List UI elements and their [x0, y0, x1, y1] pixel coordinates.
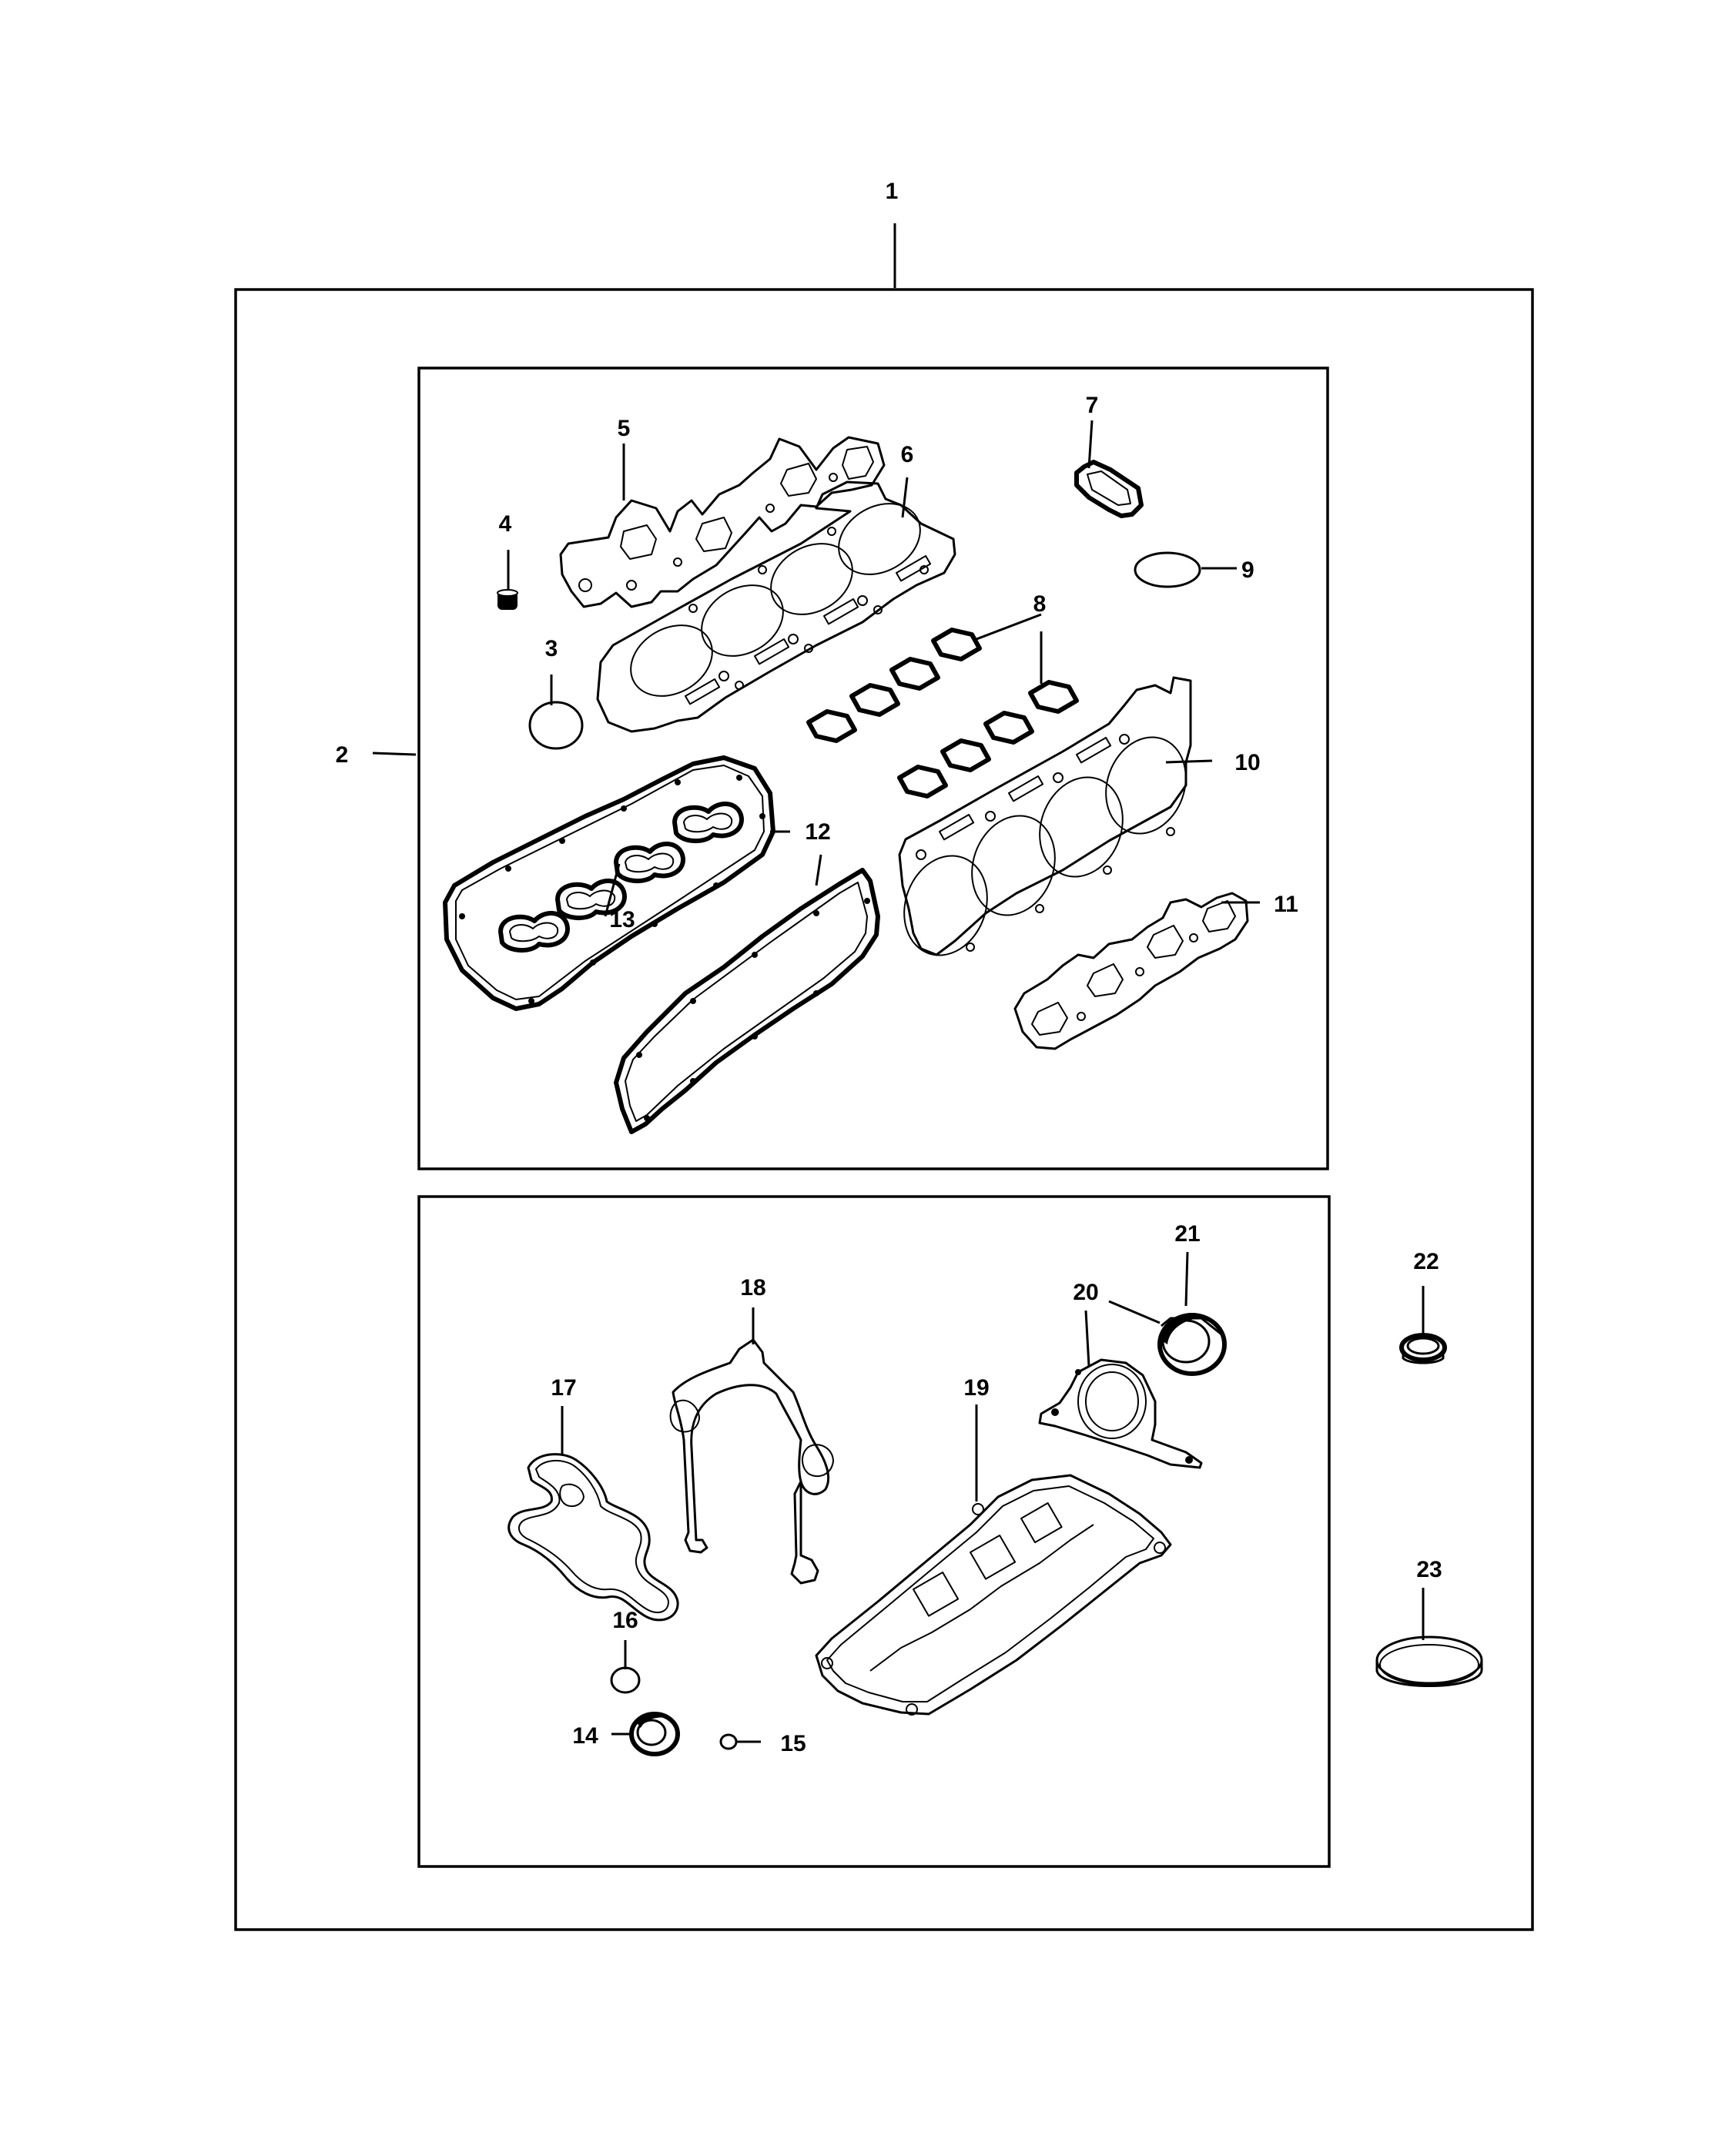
callout-2: 2: [336, 742, 349, 768]
callout-14: 14: [572, 1723, 598, 1749]
part-8-intake-gaskets: [806, 628, 1079, 798]
part-11-exhaust-manifold-gasket: [1013, 892, 1249, 1050]
callout-12: 12: [805, 819, 830, 845]
callout-3: 3: [545, 636, 558, 661]
callout-6: 6: [901, 442, 914, 467]
callout-10: 10: [1234, 750, 1260, 775]
callout-23: 23: [1416, 1557, 1442, 1582]
leader-lines: [372, 223, 1425, 1743]
part-17-water-pump-gasket: [507, 1453, 679, 1622]
callout-22: 22: [1413, 1249, 1439, 1274]
part-19-oil-pan-gasket: [815, 1474, 1172, 1716]
part-16-o-ring: [610, 1666, 641, 1694]
callouts: 1 2 3 4 5 6 7 8 9 10 11 12 13 14 15 16 1…: [336, 179, 1442, 1756]
part-13-spark-plug-tube-seals: [498, 802, 744, 952]
part-21-rear-crankshaft-seal: [1157, 1313, 1227, 1376]
callout-9: 9: [1241, 557, 1254, 583]
part-20-rear-main-seal-retainer: [1038, 1358, 1203, 1469]
part-15-o-ring: [719, 1733, 738, 1750]
callout-17: 17: [551, 1375, 576, 1401]
callout-8-upper: 8: [1033, 591, 1047, 617]
part-12-valve-cover-gasket-right: [614, 868, 880, 1134]
callout-4: 4: [499, 511, 512, 537]
part-7-gasket: [1074, 460, 1144, 518]
callout-11: 11: [1274, 892, 1298, 917]
part-4-plug: [497, 589, 518, 610]
callout-16: 16: [612, 1608, 638, 1633]
callout-20: 20: [1073, 1280, 1098, 1305]
callout-7: 7: [1086, 393, 1099, 418]
callout-1: 1: [886, 179, 899, 204]
callout-19: 19: [963, 1375, 989, 1401]
part-9-o-ring: [1134, 551, 1201, 588]
part-10-cylinder-head-gasket: [898, 676, 1192, 956]
part-23-seal-band: [1375, 1635, 1483, 1687]
part-5-exhaust-manifold-gasket: [559, 436, 886, 608]
callout-18: 18: [740, 1275, 765, 1301]
kit-outer-frame: [234, 288, 1534, 1931]
part-18-front-cover-gasket: [669, 1338, 834, 1585]
part-3-o-ring: [528, 701, 584, 750]
callout-15: 15: [780, 1731, 806, 1756]
upper-subkit-frame: [417, 367, 1329, 1170]
callout-21: 21: [1174, 1221, 1200, 1247]
part-14-front-crankshaft-seal: [629, 1712, 680, 1756]
part-22-seal-ring: [1399, 1333, 1447, 1364]
part-6-cylinder-head-gasket: [596, 480, 956, 733]
part-12-valve-cover-gasket-left: [443, 755, 775, 1011]
lower-subkit-frame: [417, 1195, 1331, 1868]
callout-5: 5: [618, 416, 631, 441]
